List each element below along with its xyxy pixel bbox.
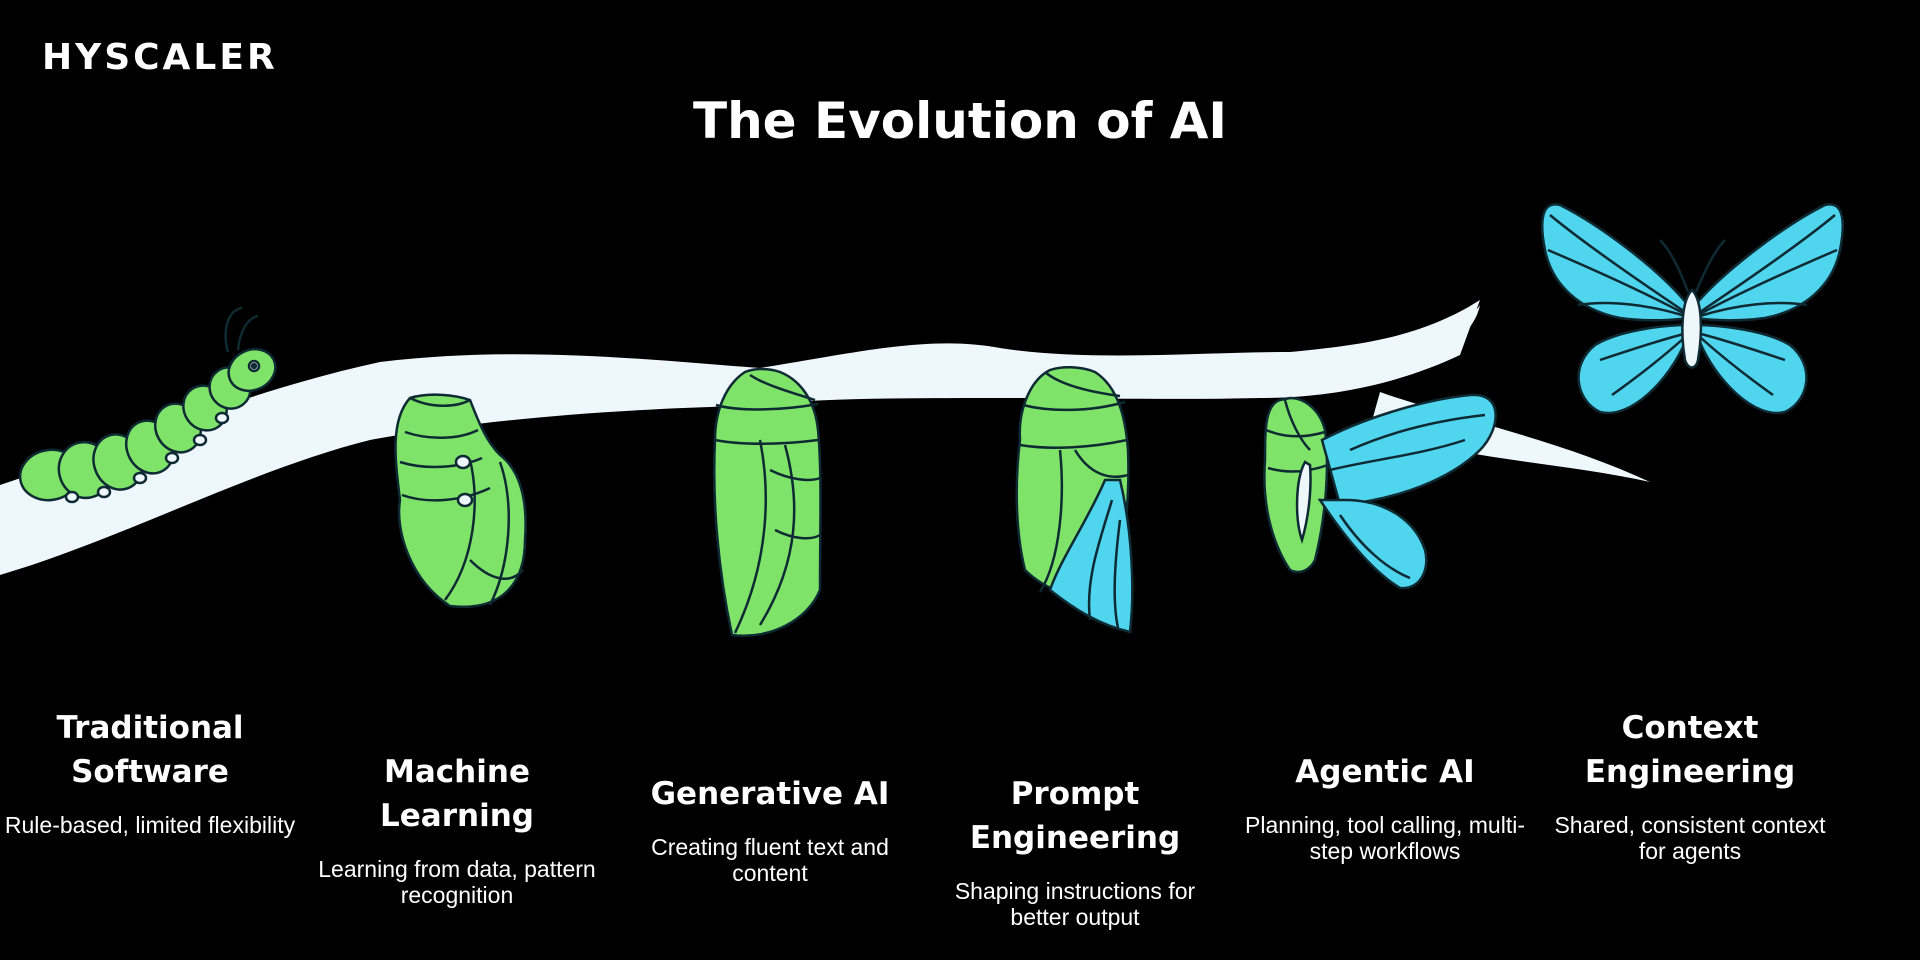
stage-description: Shared, consistent context for agents: [1554, 812, 1826, 864]
stage-description: Rule-based, limited flexibility: [4, 812, 296, 838]
stage-description: Planning, tool calling, multi-step workf…: [1245, 812, 1525, 864]
stage-description: Creating fluent text and content: [651, 834, 889, 886]
chrysalis-icon: [713, 367, 822, 638]
stage-name: Context Engineering: [1584, 710, 1796, 790]
stage-description: Learning from data, pattern recognition: [318, 856, 596, 908]
stage-generative-ai: Generative AI Creating fluent text and c…: [620, 772, 920, 886]
brand-logo: HYSCALER: [42, 37, 278, 78]
page-title: The Evolution of AI: [692, 92, 1228, 150]
stage-agentic-ai: Agentic AI Planning, tool calling, multi…: [1235, 750, 1535, 864]
butterfly-icon: [1540, 203, 1845, 415]
stage-name: Traditional Software: [56, 710, 244, 790]
branch-fork-tip: [1400, 305, 1480, 368]
tree-branch: [0, 300, 1480, 575]
stage-name: Machine Learning: [380, 754, 534, 834]
stage-context-engineering: Context Engineering Shared, consistent c…: [1540, 706, 1840, 864]
stage-traditional-software: Traditional Software Rule-based, limited…: [0, 706, 300, 838]
caterpillar-icon: [18, 306, 277, 504]
stage-name: Agentic AI: [1295, 754, 1475, 790]
stage-name: Prompt Engineering: [969, 776, 1181, 856]
stage-machine-learning: Machine Learning Learning from data, pat…: [307, 750, 607, 908]
stage-prompt-engineering: Prompt Engineering Shaping instructions …: [925, 772, 1225, 930]
chrysalis-wing-icon: [1015, 366, 1134, 634]
emerging-butterfly-icon: [1263, 393, 1497, 590]
stage-name: Generative AI: [650, 776, 890, 812]
stage-description: Shaping instructions for better output: [954, 878, 1196, 930]
curled-caterpillar-icon: [394, 393, 527, 609]
